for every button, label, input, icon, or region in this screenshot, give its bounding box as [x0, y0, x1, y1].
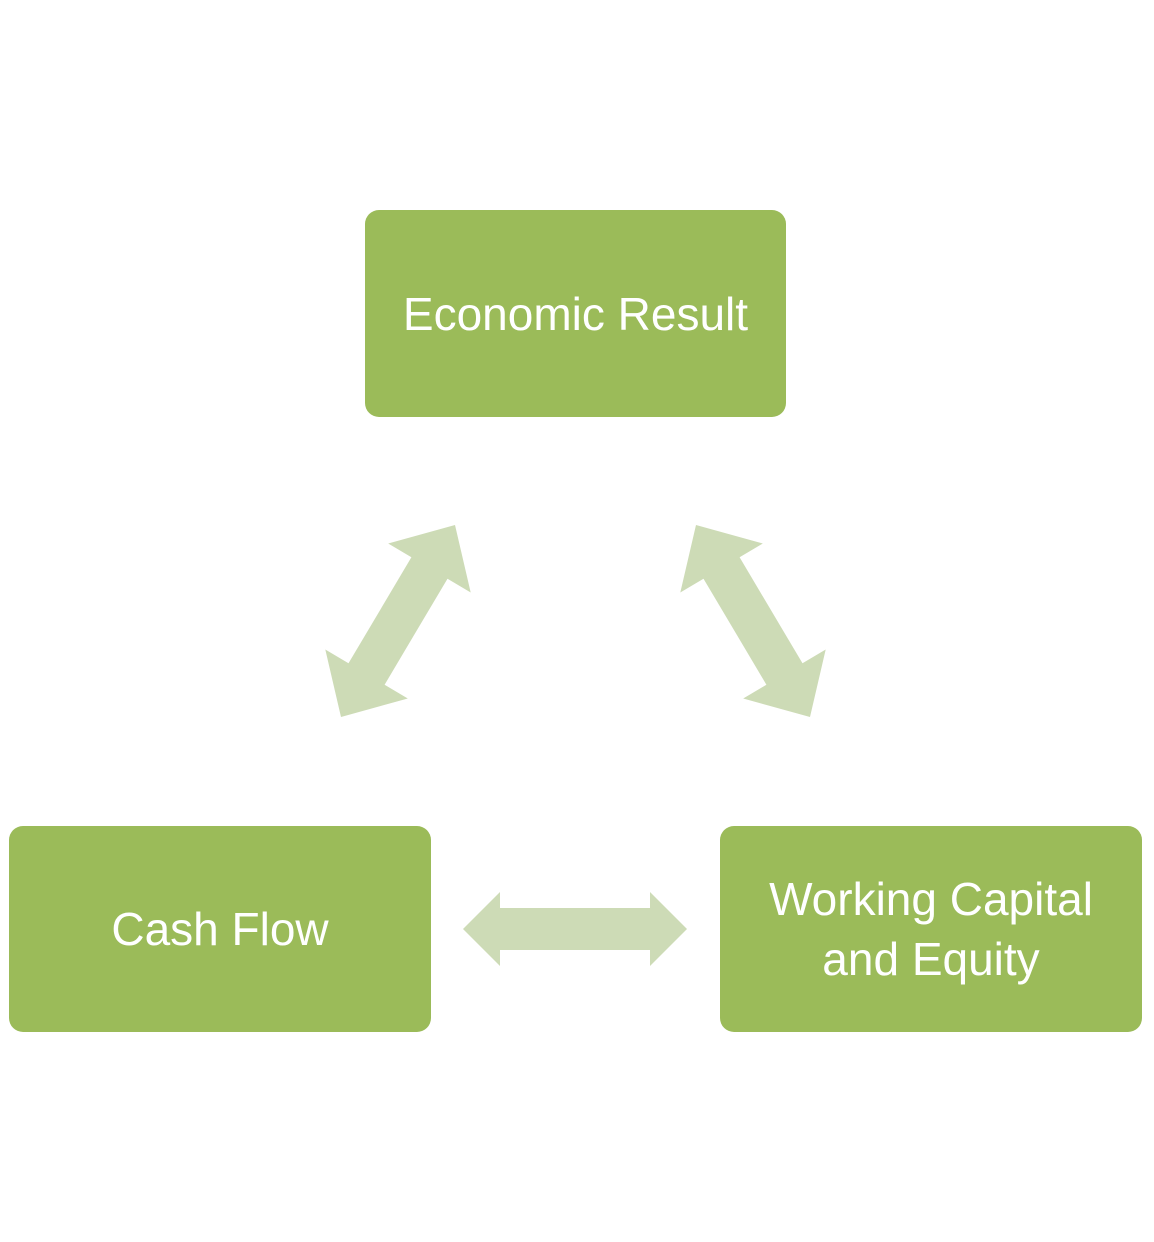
working-capital-label-line2: and Equity — [822, 933, 1040, 985]
economic-result-label: Economic Result — [402, 287, 749, 340]
cash-flow-label: Cash Flow — [111, 903, 329, 955]
economic-result-box: Economic Result — [365, 210, 786, 417]
arrow-economic-result-working-capital — [680, 525, 826, 717]
working-capital-label-line1: Working Capital — [769, 873, 1093, 925]
arrow-cash-flow-economic-result — [325, 525, 471, 717]
cash-flow-box: Cash Flow — [9, 826, 431, 1032]
working-capital-equity-box: Working Capital and Equity — [720, 826, 1142, 1032]
arrow-cash-flow-working-capital — [463, 892, 687, 966]
